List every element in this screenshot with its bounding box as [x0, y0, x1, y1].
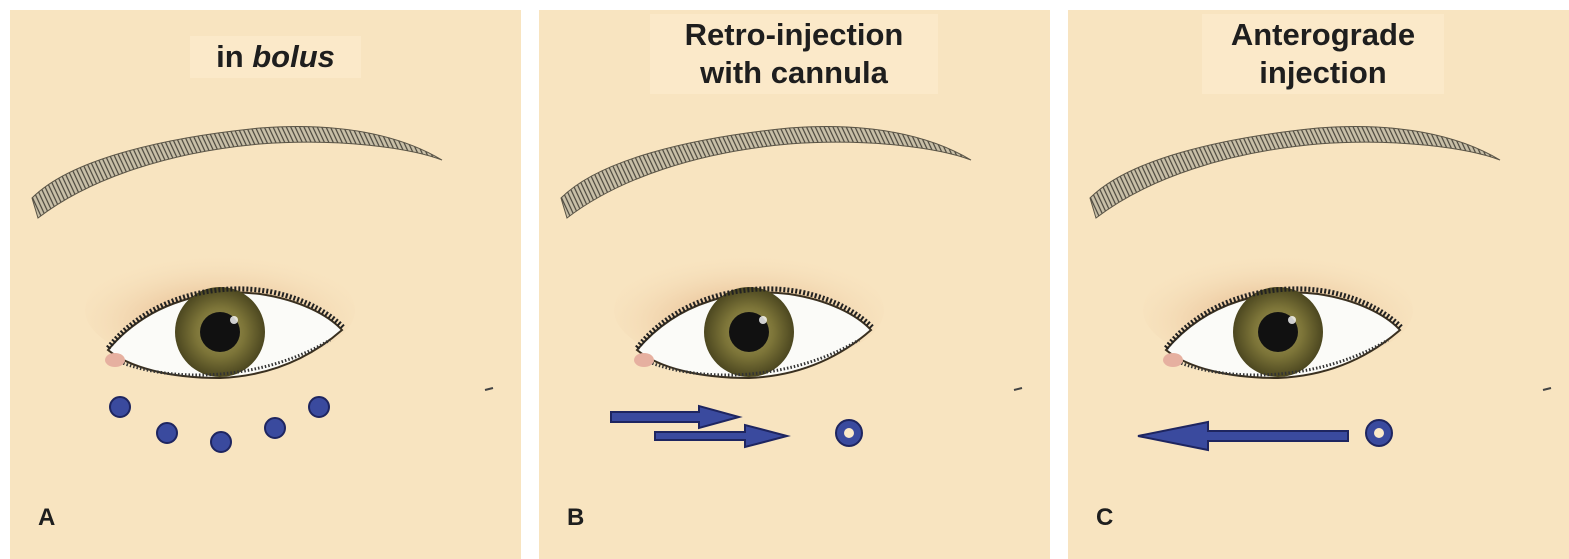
- title-line2: injection: [1210, 54, 1436, 92]
- eyebrow: [32, 127, 442, 218]
- title-line2: with cannula: [658, 54, 930, 92]
- panel-a: in bolus A: [10, 10, 521, 559]
- panel-a-illustration: [10, 10, 521, 559]
- panel-title: Retro-injection with cannula: [650, 14, 938, 94]
- eyebrow: [1090, 127, 1500, 218]
- panel-title: Anterograde injection: [1202, 14, 1444, 94]
- panel-letter: A: [38, 504, 55, 532]
- title-italic: bolus: [252, 39, 335, 74]
- bolus-dot: [211, 432, 231, 452]
- panel-letter: B: [567, 504, 584, 532]
- panel-letter: C: [1096, 504, 1113, 532]
- injection-point-icon: [1366, 420, 1392, 446]
- bolus-dots: [110, 397, 329, 452]
- title-line1: Anterograde: [1210, 16, 1436, 54]
- panel-b: Retro-injection with cannula B: [539, 10, 1050, 559]
- bolus-dot: [110, 397, 130, 417]
- retro-arrow-upper: [611, 406, 739, 428]
- panel-title: in bolus: [190, 36, 361, 78]
- bolus-dot: [157, 423, 177, 443]
- eyebrow: [561, 127, 971, 218]
- injection-point-icon: [836, 420, 862, 446]
- retro-arrow-lower: [655, 425, 787, 447]
- title-text: in: [216, 39, 252, 74]
- anterograde-arrow: [1138, 422, 1348, 450]
- panel-c: Anterograde injection C: [1068, 10, 1569, 559]
- bolus-dot: [265, 418, 285, 438]
- bolus-dot: [309, 397, 329, 417]
- title-line1: Retro-injection: [658, 16, 930, 54]
